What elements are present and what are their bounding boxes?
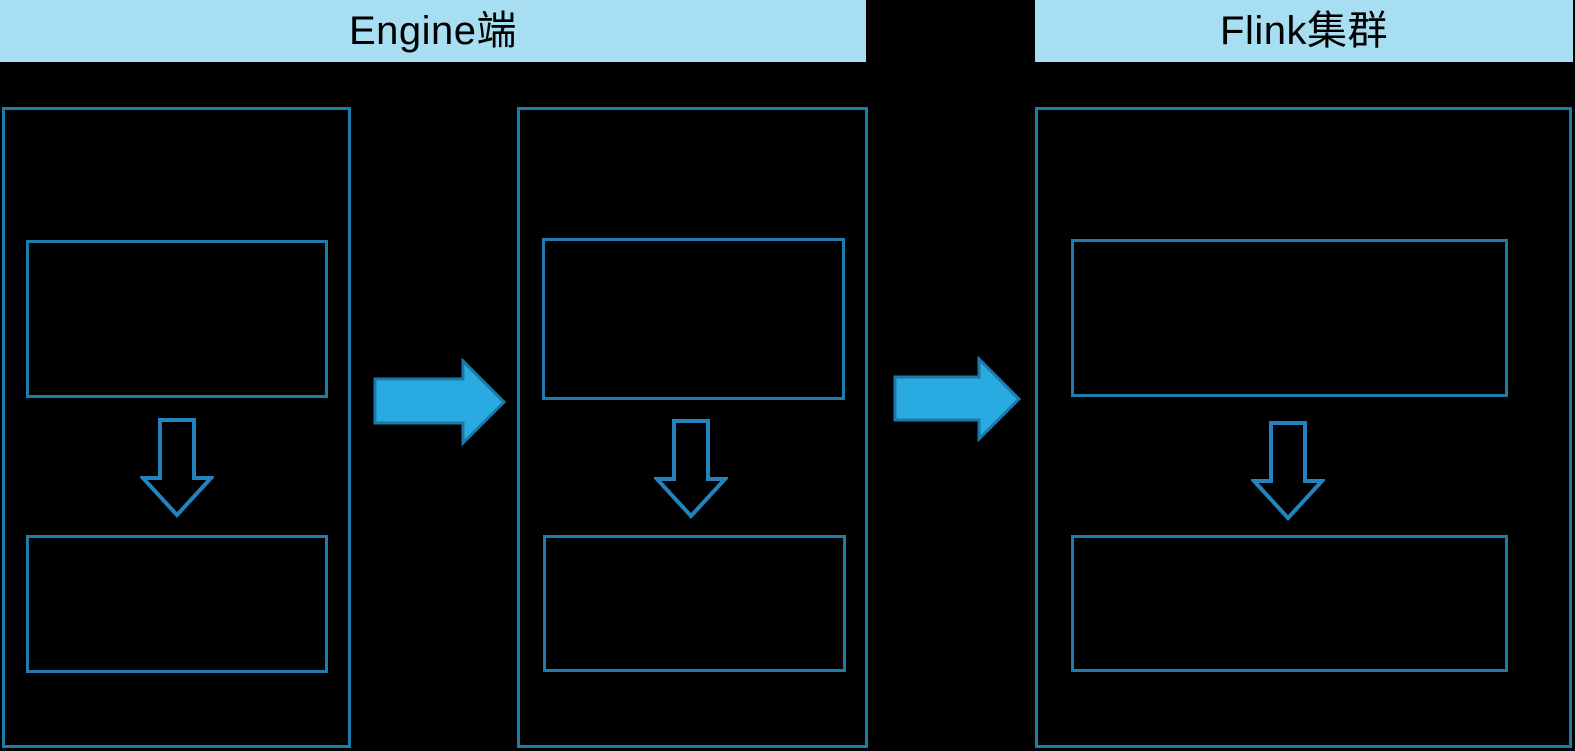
engine-section-header-label: Engine端 [348,9,518,53]
down-arrow-icon [654,419,728,519]
right-arrow-icon [373,358,507,446]
engine-stage-1-top-box-label [29,243,325,395]
down-arrow-icon [1251,421,1325,521]
engine-stage-2-bottom-box [543,535,846,672]
engine-section-header: Engine端 [0,0,866,62]
flink-cluster-bottom-box-label [1074,538,1505,669]
engine-stage-2-container [517,107,868,748]
flink-cluster-top-box [1071,239,1508,397]
engine-stage-2-top-box [542,238,845,400]
engine-stage-1-bottom-box-label [29,538,325,670]
flink-section-header-label: Flink集群 [1220,9,1388,53]
engine-stage-1-top-box [26,240,328,398]
flink-cluster-top-box-label [1074,242,1505,394]
engine-stage-2-top-box-label [545,241,842,397]
flink-cluster-stage-container [1035,107,1572,748]
right-arrow-icon [893,356,1022,442]
flink-section-header: Flink集群 [1035,0,1573,62]
engine-stage-1-container [2,107,351,748]
engine-stage-1-bottom-box [26,535,328,673]
down-arrow-icon [140,418,214,518]
flink-cluster-bottom-box [1071,535,1508,672]
engine-stage-2-bottom-box-label [546,538,843,669]
